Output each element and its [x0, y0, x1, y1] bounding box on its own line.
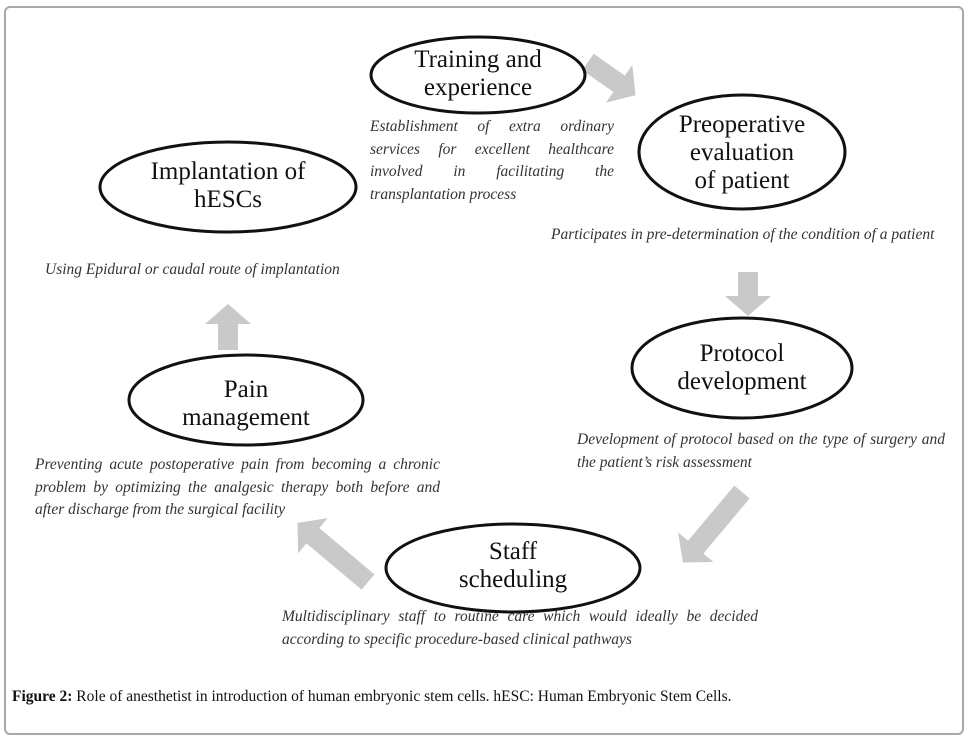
staff-description: Multidisciplinary staff to routine care …	[282, 608, 758, 648]
arrow-training-to-preoperative	[582, 53, 636, 103]
arrow-pain-to-implantation	[205, 304, 251, 350]
arrow-staff-to-pain	[297, 518, 375, 590]
training-description: Establishment of extra ordinary services…	[370, 118, 614, 203]
pain-description: Preventing acute postoperative pain from…	[35, 456, 440, 518]
protocol-description: Development of protocol based on the typ…	[577, 431, 945, 471]
node-staff-ellipse	[384, 522, 642, 614]
arrow-protocol-to-staff	[678, 485, 750, 563]
node-protocol-ellipse	[630, 316, 854, 420]
figure-caption: Figure 2: Role of anesthetist in introdu…	[12, 688, 732, 706]
implantation-description: Using Epidural or caudal route of implan…	[45, 261, 340, 278]
node-implantation-ellipse	[98, 140, 358, 234]
arrow-preoperative-to-protocol	[725, 272, 771, 316]
figure-frame	[4, 6, 964, 735]
node-pain-ellipse	[127, 353, 365, 447]
preoperative-description: Participates in pre-determination of the…	[551, 226, 935, 243]
caption-text: Role of anesthetist in introduction of h…	[72, 688, 732, 705]
node-training-ellipse	[369, 35, 587, 115]
node-preoperative-ellipse	[637, 93, 847, 211]
caption-label: Figure 2:	[12, 688, 73, 705]
